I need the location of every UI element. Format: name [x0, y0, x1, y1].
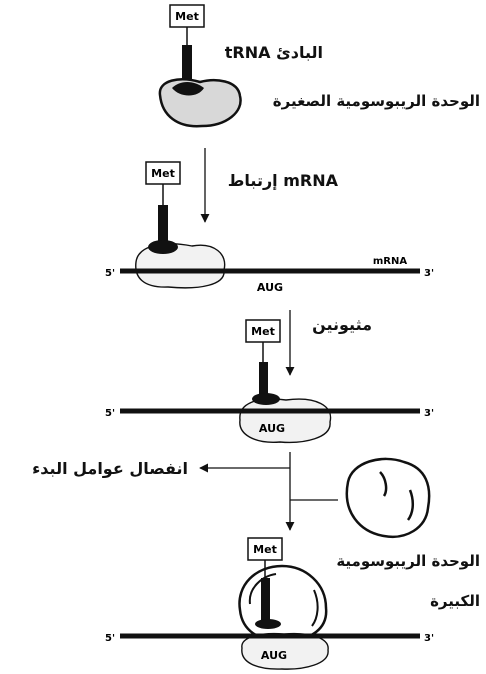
aug-codon-2: AUG [259, 422, 285, 435]
factor-release-label: انفصال عوامل البدء [32, 459, 188, 478]
aug-codon-1: AUG [257, 281, 283, 294]
mrna-binding-label: إرتباط mRNA [228, 171, 339, 190]
small-subunit-2 [135, 243, 226, 289]
initiator-complex: Met tRNA البادئ الوحدة الريبوسومية الصغي… [158, 4, 480, 128]
met-label-3: Met [251, 325, 275, 338]
three-prime-2: 3' [424, 408, 434, 419]
large-subunit-shade [248, 573, 319, 627]
trna-base-1 [172, 82, 204, 96]
large-subunit-free [345, 457, 431, 538]
met-label-1: Met [175, 10, 199, 23]
met-label-4: Met [253, 543, 277, 556]
trna-body-2 [158, 205, 168, 245]
methionine-label: مثيونين [312, 315, 372, 334]
large-subunit-groove-1 [379, 471, 388, 497]
trna-body-4 [261, 578, 270, 620]
scanning-complex: Met 5' 3' AUG [105, 319, 434, 444]
trna-body-3 [259, 362, 268, 397]
large-subunit-label-1: الوحدة الريبوسومية [336, 552, 480, 570]
binding-complex: Met 5' 3' mRNA AUG [105, 161, 434, 294]
trna-base-4 [255, 619, 281, 629]
joined-complex: الوحدة الريبوسومية الكبيرة Met 5' 3' AUG [105, 537, 480, 670]
factor-release: انفصال عوامل البدء [32, 452, 431, 538]
initiator-trna-label: tRNA البادئ [225, 43, 323, 62]
small-subunit-label: الوحدة الريبوسومية الصغيرة [273, 92, 480, 110]
aug-codon-3: AUG [261, 649, 287, 662]
small-subunit-3 [239, 398, 332, 444]
large-subunit-label-2: الكبيرة [430, 592, 480, 610]
large-subunit-bound [238, 564, 328, 643]
three-prime-3: 3' [424, 633, 434, 644]
trna-body-1 [182, 45, 192, 83]
trna-base-3 [252, 393, 280, 405]
trna-base-2 [148, 240, 178, 254]
met-label-2: Met [151, 167, 175, 180]
five-prime-1: 5' [105, 268, 115, 279]
large-subunit-groove-2 [406, 489, 414, 521]
three-prime-1: 3' [424, 268, 434, 279]
mrna-label: mRNA [373, 256, 407, 267]
five-prime-2: 5' [105, 408, 115, 419]
five-prime-3: 5' [105, 633, 115, 644]
